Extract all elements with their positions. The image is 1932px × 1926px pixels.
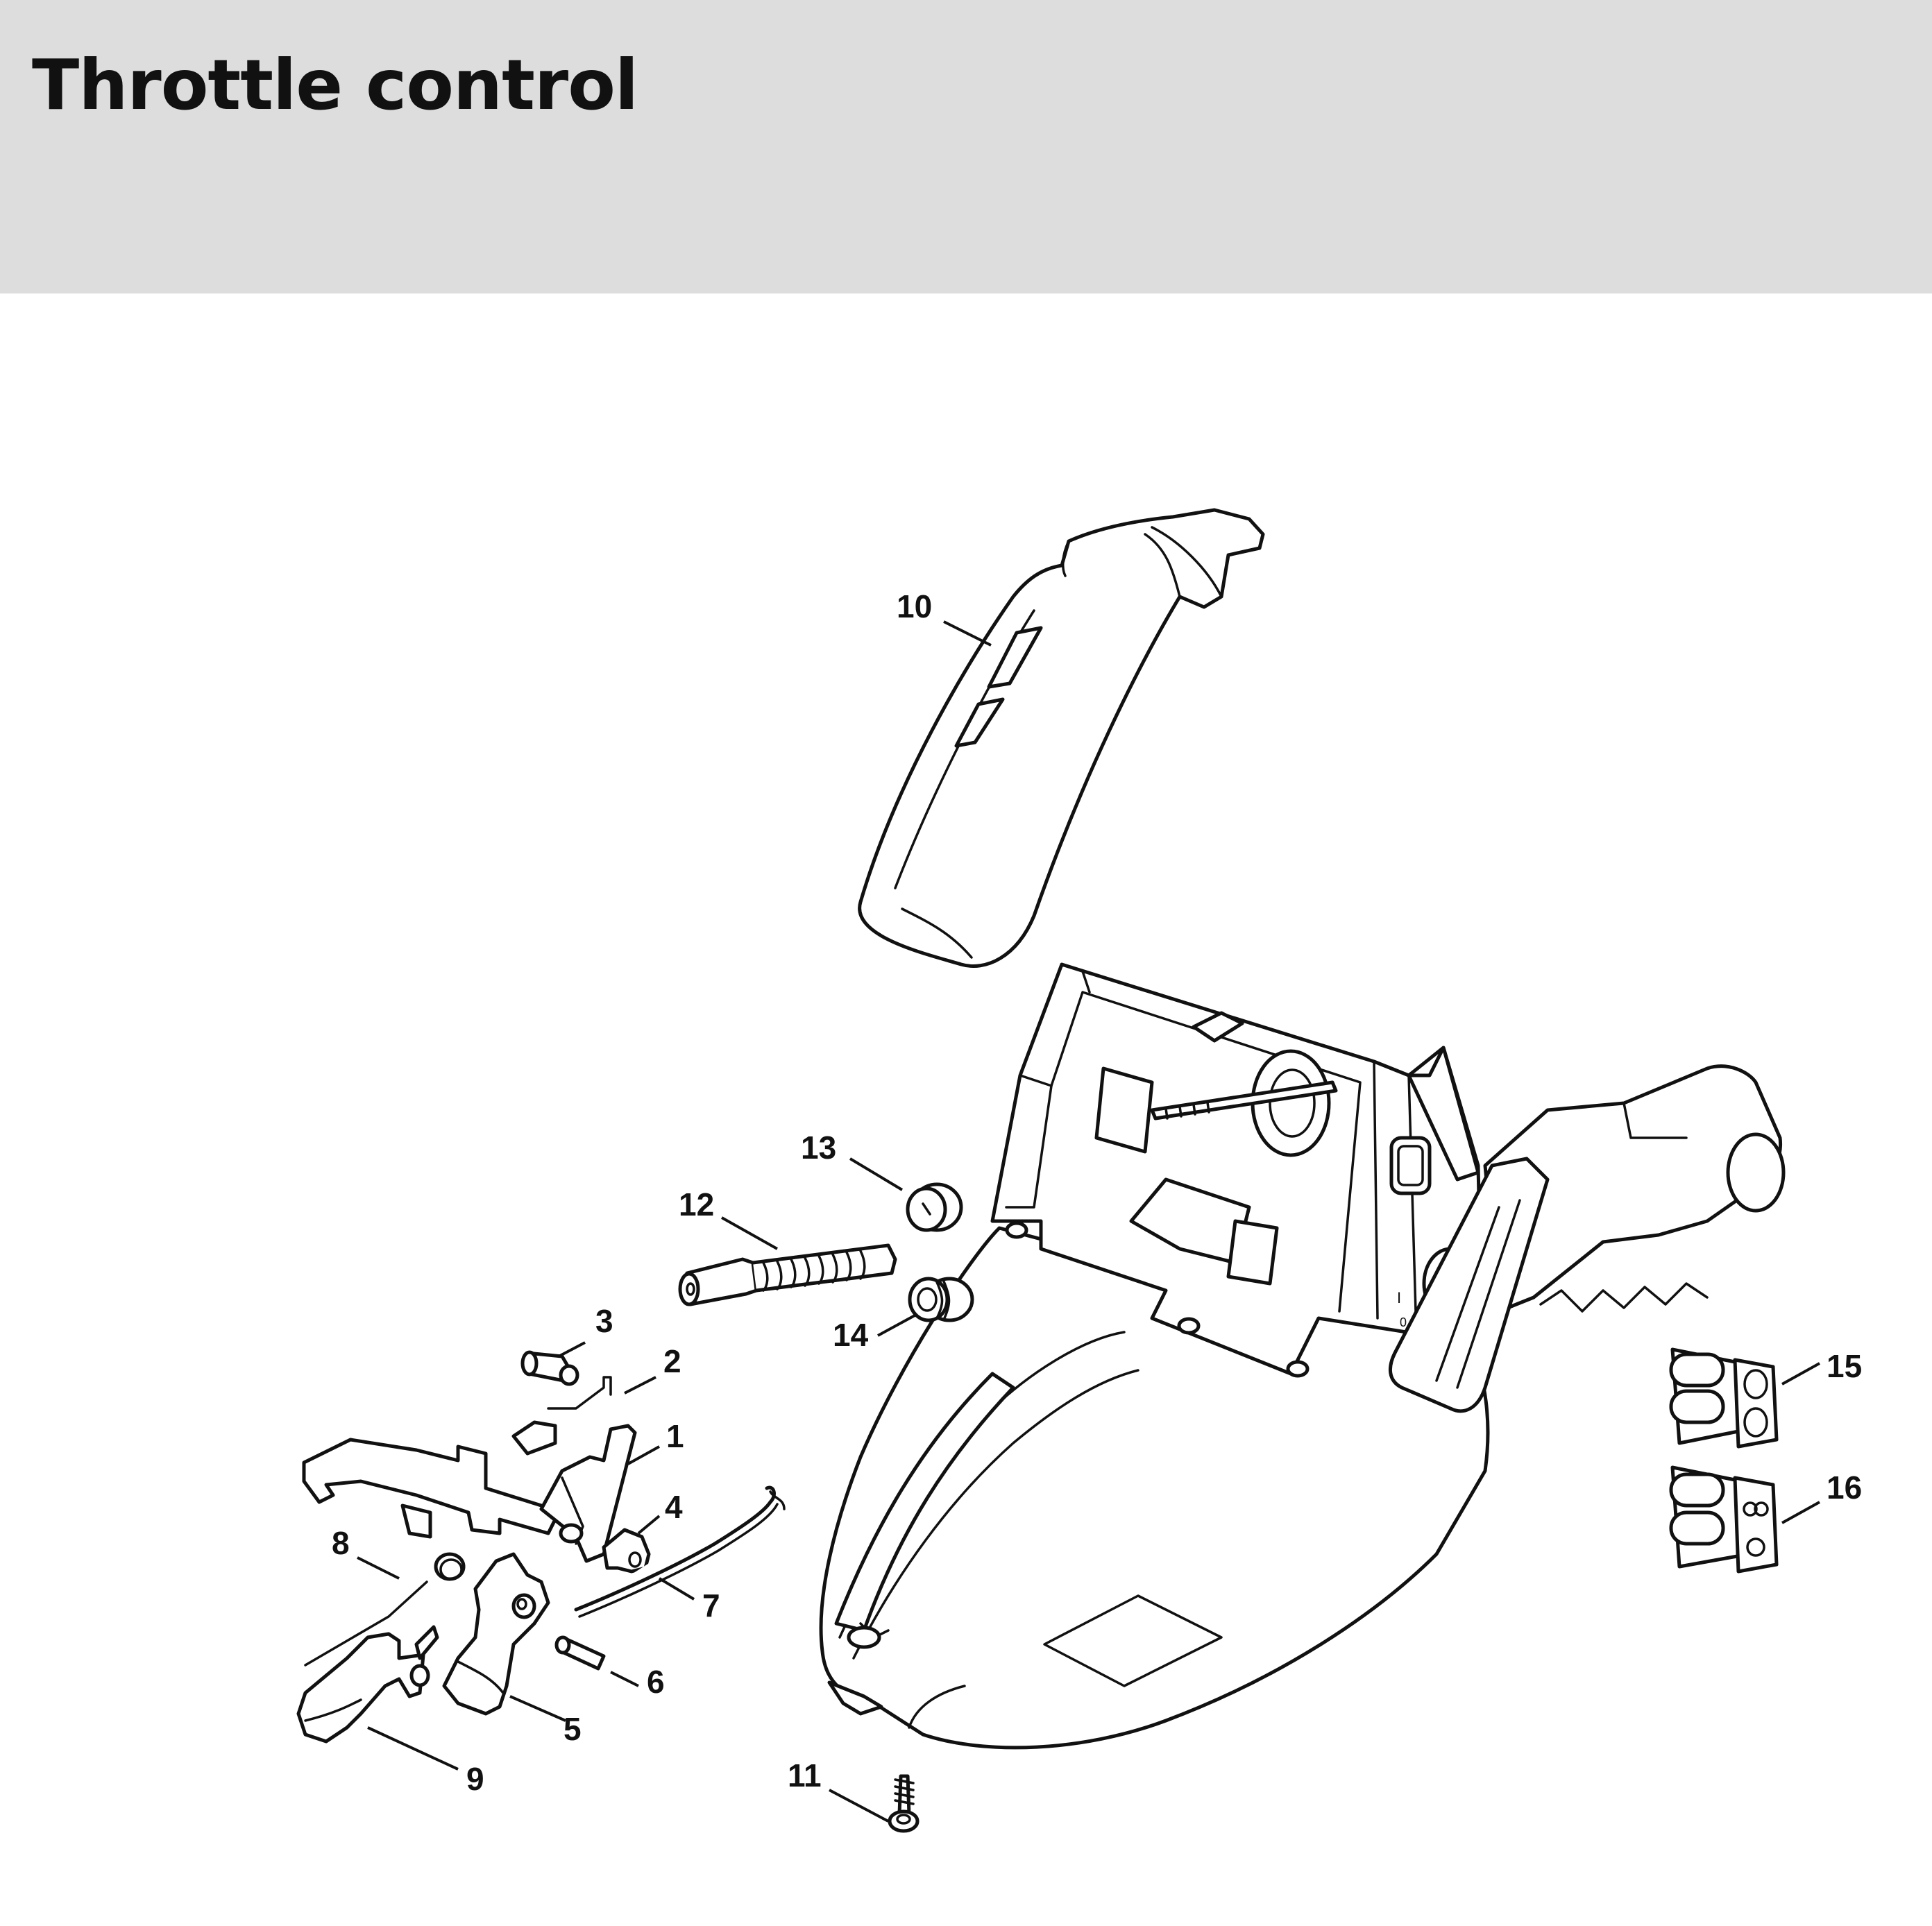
callout-12: 12 (679, 1186, 714, 1222)
callout-labels: 10 13 12 14 15 16 11 3 2 1 4 7 8 6 5 9 (332, 588, 1862, 1797)
callout-5: 5 (564, 1711, 582, 1747)
part-9-lever (296, 1625, 439, 1744)
callout-9: 9 (466, 1761, 484, 1797)
callout-16: 16 (1827, 1469, 1862, 1506)
part-7-rod (574, 1485, 786, 1618)
part-1-trigger (302, 1424, 637, 1563)
callout-1: 1 (666, 1418, 684, 1454)
part-14-bushing (908, 1277, 974, 1322)
callout-2: 2 (663, 1343, 681, 1379)
page-title: Throttle control (32, 44, 638, 126)
callout-8: 8 (332, 1525, 350, 1561)
callout-10: 10 (897, 588, 932, 624)
part-2-spring (511, 1376, 612, 1456)
part-6-pin (554, 1635, 606, 1671)
leader-lines (357, 620, 1820, 1823)
part-16-insert (1669, 1465, 1779, 1574)
callout-7: 7 (702, 1587, 720, 1624)
callout-4: 4 (665, 1489, 683, 1525)
callout-3: 3 (595, 1303, 613, 1339)
housing-mark-1: I (1397, 1289, 1401, 1306)
part-15-insert (1669, 1347, 1779, 1449)
part-5-interlock (442, 1552, 550, 1716)
callout-14: 14 (833, 1317, 869, 1353)
part-4-clip (602, 1528, 651, 1574)
main-housing: I 0 (819, 962, 1786, 1750)
part-3-pin (520, 1350, 579, 1386)
callout-6: 6 (647, 1664, 665, 1700)
callout-13: 13 (801, 1130, 836, 1166)
header-band (0, 0, 1932, 293)
part-12-pin (678, 1243, 897, 1306)
callout-15: 15 (1827, 1348, 1862, 1384)
part-10-handle-cover (858, 508, 1265, 968)
part-13-grommet (906, 1182, 963, 1232)
callout-11: 11 (788, 1757, 822, 1793)
part-8-spring (304, 1552, 466, 1667)
housing-mark-2: 0 (1400, 1315, 1407, 1329)
part-11-screw (888, 1774, 920, 1833)
